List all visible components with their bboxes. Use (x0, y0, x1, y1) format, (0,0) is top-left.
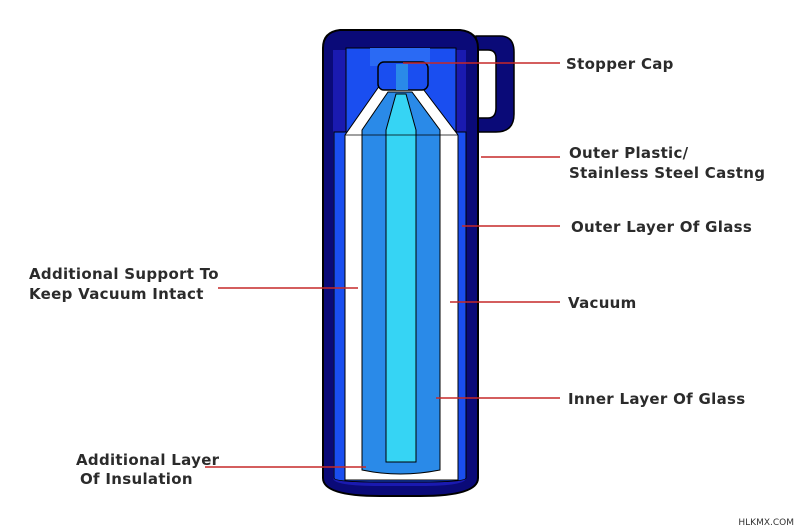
label-insulation-1: Additional Layer (76, 451, 220, 469)
label-outer-casing-1: Outer Plastic/ (569, 144, 689, 162)
label-vacuum: Vacuum (568, 294, 637, 312)
stopper-cap-core (396, 64, 408, 90)
inner-core (385, 93, 417, 463)
label-inner-glass: Inner Layer Of Glass (568, 390, 746, 408)
label-support-2: Keep Vacuum Intact (29, 285, 204, 303)
flask-handle (475, 35, 515, 133)
label-outer-glass: Outer Layer Of Glass (571, 218, 753, 236)
label-stopper-cap: Stopper Cap (566, 55, 674, 73)
label-outer-casing-2: Stainless Steel Castng (569, 164, 766, 182)
label-support-1: Additional Support To (29, 265, 219, 283)
label-insulation-2: Of Insulation (80, 470, 193, 488)
watermark: HLKMX.COM (738, 518, 794, 528)
